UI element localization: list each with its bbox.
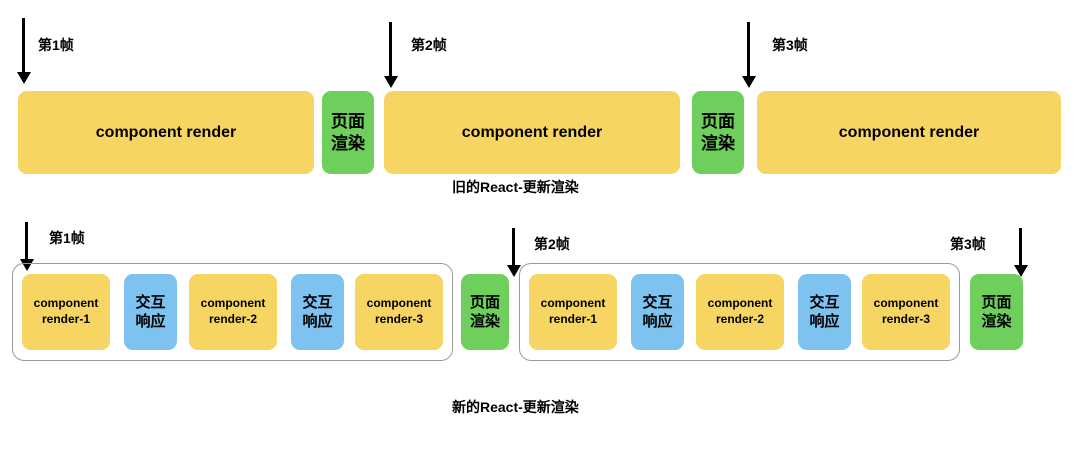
new-interaction-response-1-g1: 交互 响应 — [124, 274, 177, 350]
new-flow-caption: 新的React-更新渲染 — [452, 399, 579, 415]
old-component-render-block-3: component render — [757, 91, 1061, 174]
block-label: 交互 响应 — [642, 293, 673, 331]
block-label: component render-2 — [707, 296, 773, 326]
old-component-render-block-2: component render — [384, 91, 680, 174]
frame-2-group-outline — [519, 263, 960, 361]
new-interaction-response-1-g2: 交互 响应 — [631, 274, 684, 350]
block-label: component render — [838, 123, 980, 141]
block-label: component render-2 — [200, 296, 266, 326]
frame-label-new-1: 第1帧 — [49, 230, 85, 246]
frame-marker-arrow-old-1 — [22, 18, 25, 73]
frame-marker-arrow-old-2 — [389, 22, 392, 77]
new-component-render-1-g2: component render-1 — [529, 274, 617, 350]
new-component-render-2-g2: component render-2 — [696, 274, 784, 350]
block-label: component render-3 — [873, 296, 939, 326]
new-component-render-1-g1: component render-1 — [22, 274, 110, 350]
block-label: 页面 渲染 — [701, 112, 735, 153]
block-label: 页面 渲染 — [469, 293, 500, 331]
new-component-render-3-g1: component render-3 — [355, 274, 443, 350]
frame-label-old-2: 第2帧 — [411, 37, 447, 53]
block-label: 页面 渲染 — [331, 112, 365, 153]
frame-label-old-3: 第3帧 — [772, 37, 808, 53]
frame-marker-arrow-new-2 — [512, 228, 515, 266]
block-label: 交互 响应 — [302, 293, 333, 331]
old-page-render-block-1: 页面 渲染 — [322, 91, 374, 174]
frame-1-group-outline — [12, 263, 453, 361]
block-label: component render-1 — [540, 296, 606, 326]
new-interaction-response-2-g1: 交互 响应 — [291, 274, 344, 350]
old-page-render-block-2: 页面 渲染 — [692, 91, 744, 174]
block-label: 交互 响应 — [135, 293, 166, 331]
new-component-render-3-g2: component render-3 — [862, 274, 950, 350]
new-interaction-response-2-g2: 交互 响应 — [798, 274, 851, 350]
new-page-render-block-2: 页面 渲染 — [970, 274, 1023, 350]
block-label: component render — [95, 123, 237, 141]
new-page-render-block-1: 页面 渲染 — [461, 274, 509, 350]
frame-marker-arrow-new-3 — [1019, 228, 1022, 266]
frame-marker-arrow-old-3 — [747, 22, 750, 77]
block-label: 页面 渲染 — [981, 293, 1012, 331]
old-flow-caption: 旧的React-更新渲染 — [452, 179, 579, 195]
block-label: component render-1 — [33, 296, 99, 326]
frame-label-new-2: 第2帧 — [534, 236, 570, 252]
new-component-render-2-g1: component render-2 — [189, 274, 277, 350]
frame-label-new-3: 第3帧 — [950, 236, 986, 252]
block-label: 交互 响应 — [809, 293, 840, 331]
frame-marker-arrow-new-1 — [25, 222, 28, 260]
block-label: component render — [461, 123, 603, 141]
frame-label-old-1: 第1帧 — [38, 37, 74, 53]
block-label: component render-3 — [366, 296, 432, 326]
old-component-render-block-1: component render — [18, 91, 314, 174]
